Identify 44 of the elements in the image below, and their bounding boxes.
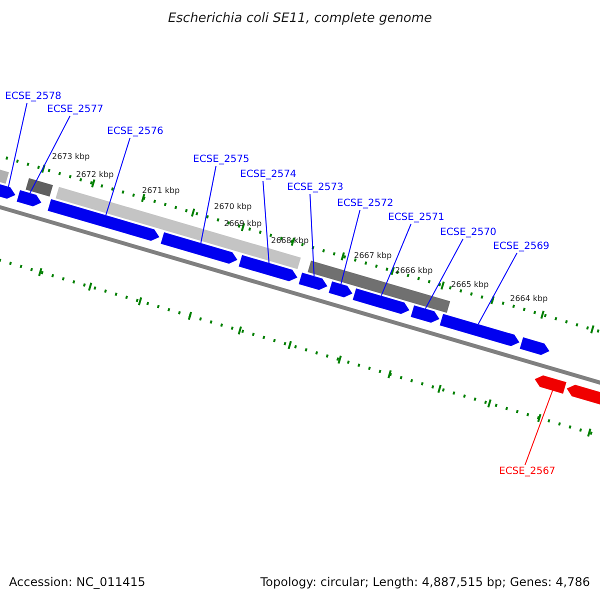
gene-feature: [48, 199, 160, 241]
gene-label: ECSE_2578: [5, 90, 62, 103]
title: Escherichia coli SE11, complete genome: [166, 10, 434, 28]
leader-line: [262, 180, 270, 264]
genome-info-text: Topology: circular; Length: 4,887,515 bp; Genes: 4,786: [260, 574, 590, 591]
gene-feature: [298, 272, 328, 290]
gene-feature: [440, 314, 520, 346]
position-label: 2665 kbp: [451, 280, 489, 290]
leader-line: [478, 252, 518, 325]
leader-line: [310, 194, 315, 277]
gene-label: ECSE_2575: [193, 153, 250, 166]
position-label: 2664 kbp: [510, 294, 548, 304]
gene-label: ECSE_2574: [240, 168, 296, 181]
gene-label: ECSE_2573: [287, 181, 344, 194]
position-label: 2666 kbp: [395, 266, 433, 276]
leader-line: [524, 390, 554, 466]
gene-label: ECSE_2567: [499, 465, 556, 478]
leader-line: [340, 210, 360, 284]
leader-line: [380, 224, 412, 296]
gene-feature: [160, 232, 238, 264]
gene-label: ECSE_2572: [337, 197, 394, 210]
leader-line: [105, 138, 130, 216]
gene-label: ECSE_2570: [440, 226, 496, 239]
gene-feature: [328, 281, 352, 298]
position-label: 2672 kbp: [76, 170, 114, 180]
position-label: 2668 kbp: [271, 236, 309, 246]
gene-label: ECSE_2571: [388, 211, 444, 224]
gene-feature: [238, 255, 298, 282]
leader-line: [8, 102, 28, 188]
gene-feature: [0, 183, 16, 199]
gene-feature: [410, 305, 440, 323]
accession-text: Accession: NC_011415: [9, 574, 146, 591]
gene-label: ECSE_2576: [107, 125, 164, 138]
gene-feature: [520, 337, 550, 355]
leader-line: [200, 166, 216, 244]
position-label: 2667 kbp: [354, 251, 392, 261]
gene-label: ECSE_2577: [47, 103, 104, 116]
position-label: 2673 kbp: [52, 152, 90, 162]
position-label: 2670 kbp: [214, 202, 252, 212]
gene-feature: [16, 190, 42, 206]
gene-label: ECSE_2569: [493, 240, 550, 253]
gene-feature: [352, 288, 410, 314]
gene-feature: [534, 375, 566, 394]
position-label: 2671 kbp: [142, 186, 180, 196]
